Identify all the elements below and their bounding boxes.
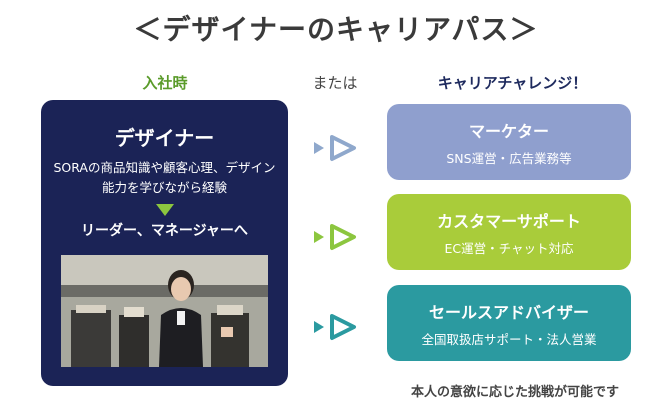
marketer-card: マーケター SNS運営・広告業務等 [387, 104, 631, 180]
or-label: または [312, 74, 358, 92]
down-arrow-icon [156, 204, 174, 216]
designer-title: デザイナー [114, 126, 215, 150]
designer-next-step: リーダー、マネージャーへ [81, 223, 248, 239]
card-subtitle: 全国取扱店サポート・法人営業 [421, 332, 597, 347]
card-subtitle: EC運営・チャット対応 [444, 241, 574, 256]
designer-card: デザイナー SORAの商品知識や顧客心理、デザイン能力を学びながら経験 リーダー… [41, 100, 288, 386]
page-title: ＜デザイナーのキャリアパス＞ [133, 13, 539, 46]
arrow-to-support-icon [312, 222, 362, 252]
arrow-to-advisor-icon [312, 312, 362, 342]
card-title: マーケター [468, 122, 549, 141]
card-title: カスタマーサポート [437, 212, 581, 231]
card-title: セールスアドバイザー [428, 303, 589, 322]
photo-illustration [61, 255, 268, 367]
card-subtitle: SNS運営・広告業務等 [446, 151, 572, 166]
designer-photo [61, 255, 268, 367]
challenge-label: キャリアチャレンジ！ [437, 74, 588, 92]
entry-label: 入社時 [142, 74, 188, 92]
sales-advisor-card: セールスアドバイザー 全国取扱店サポート・法人営業 [387, 285, 631, 361]
arrow-to-marketer-icon [312, 133, 362, 163]
designer-description: SORAの商品知識や顧客心理、デザイン能力を学びながら経験 [53, 160, 276, 195]
customer-support-card: カスタマーサポート EC運営・チャット対応 [387, 194, 631, 270]
footnote: 本人の意欲に応じた挑戦が可能です [410, 385, 619, 400]
